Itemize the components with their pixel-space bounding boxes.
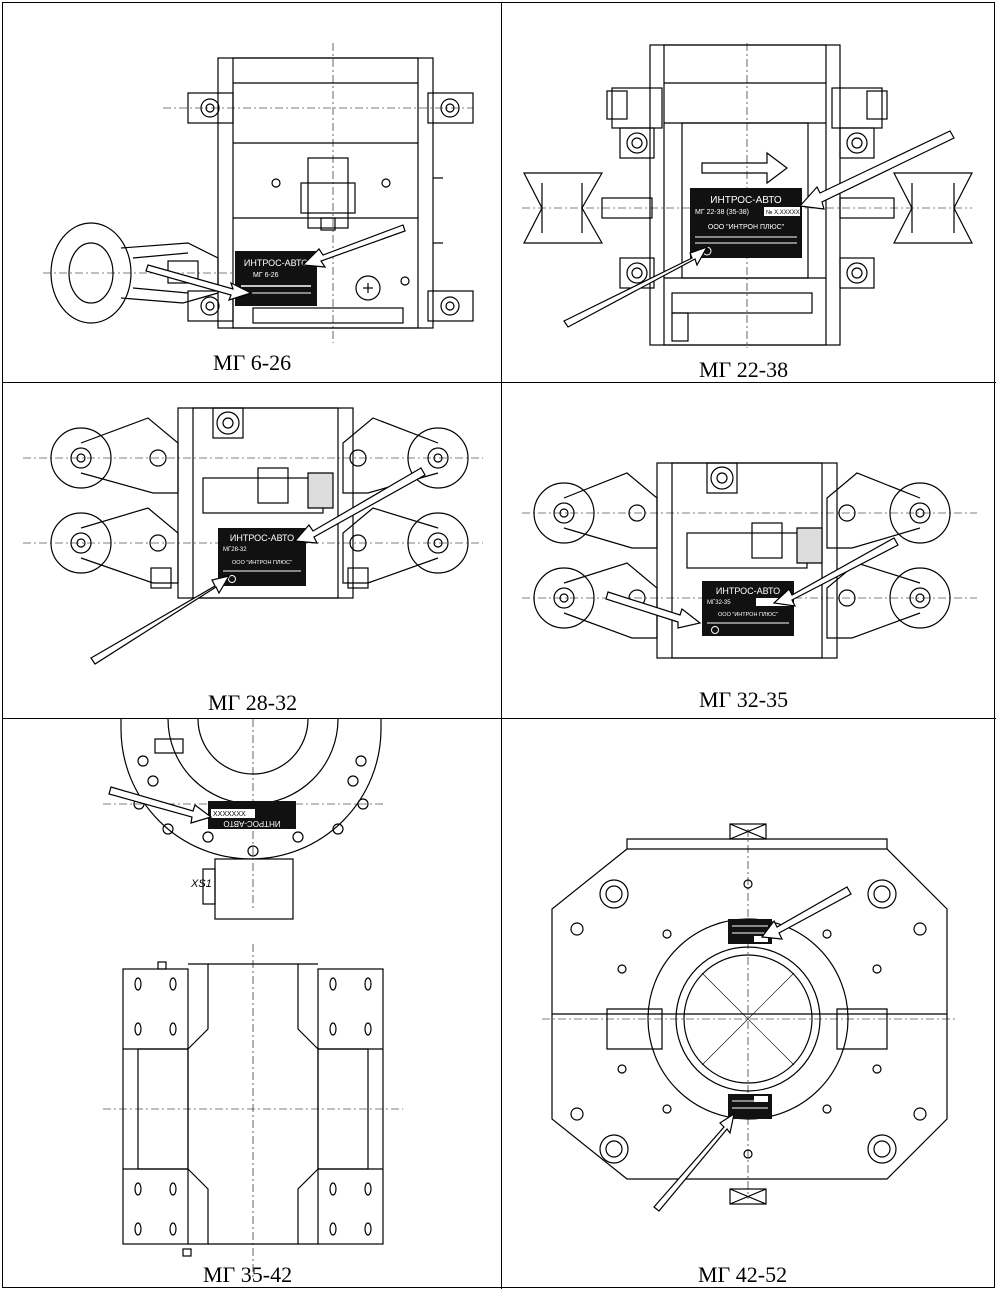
drawing-mg-28-32: ИНТРОС-АВТО МГ28-32 ООО "ИНТРОН ПЛЮС" — [23, 407, 483, 665]
panel-mg-6-26: ИНТРОС-АВТО МГ 6-26 МГ 6-26 — [3, 3, 502, 383]
drawing-mg-32-35: ИНТРОС-АВТО МГ32-35 ООО "ИНТРОН ПЛЮС" — [522, 462, 977, 659]
panel-mg-22-38: ИНТРОС-АВТО МГ 22-38 (35-38) № X.XXXXX О… — [502, 3, 996, 383]
plate-model: МГ32-35 — [707, 600, 731, 606]
plate-maker: ООО "ИНТРОН ПЛЮС" — [708, 224, 785, 231]
plate-serial: XXXXXXX — [213, 811, 246, 818]
caption-mg-22-38: МГ 22-38 — [699, 357, 789, 382]
plate-title: ИНТРОС-АВТО — [223, 819, 280, 828]
drawing-mg-42-52 — [542, 823, 957, 1212]
connector-label: XS1 — [190, 878, 212, 890]
drawing-mg-22-38: ИНТРОС-АВТО МГ 22-38 (35-38) № X.XXXXX О… — [522, 43, 973, 348]
panel-mg-28-32: ИНТРОС-АВТО МГ28-32 ООО "ИНТРОН ПЛЮС" МГ… — [3, 383, 502, 719]
caption-mg-35-42: МГ 35-42 — [203, 1262, 293, 1287]
plate-serial: № X.XXXXX — [766, 209, 800, 216]
plate-title: ИНТРОС-АВТО — [230, 533, 294, 543]
caption-mg-42-52: МГ 42-52 — [698, 1262, 788, 1287]
caption-mg-28-32: МГ 28-32 — [208, 690, 298, 715]
plate-title: ИНТРОС-АВТО — [244, 258, 308, 268]
panel-mg-42-52: МГ 42-52 — [502, 719, 996, 1289]
plate-model: МГ 6-26 — [253, 272, 279, 279]
drawing-mg-6-26: ИНТРОС-АВТО МГ 6-26 — [43, 43, 474, 343]
panel-mg-35-42: XS1 — [3, 719, 502, 1289]
plate-model: МГ 22-38 (35-38) — [695, 209, 749, 216]
plate-title: ИНТРОС-АВТО — [716, 586, 780, 596]
drawing-mg-35-42: XS1 — [103, 719, 403, 1279]
plate-maker: ООО "ИНТРОН ПЛЮС" — [718, 612, 778, 618]
panel-mg-32-35: ИНТРОС-АВТО МГ32-35 ООО "ИНТРОН ПЛЮС" МГ… — [502, 383, 996, 719]
caption-mg-32-35: МГ 32-35 — [699, 687, 789, 712]
plate-title: ИНТРОС-АВТО — [710, 195, 782, 206]
plate-model: МГ28-32 — [223, 547, 247, 553]
plate-maker: ООО "ИНТРОН ПЛЮС" — [232, 560, 292, 566]
caption-mg-6-26: МГ 6-26 — [213, 350, 292, 375]
